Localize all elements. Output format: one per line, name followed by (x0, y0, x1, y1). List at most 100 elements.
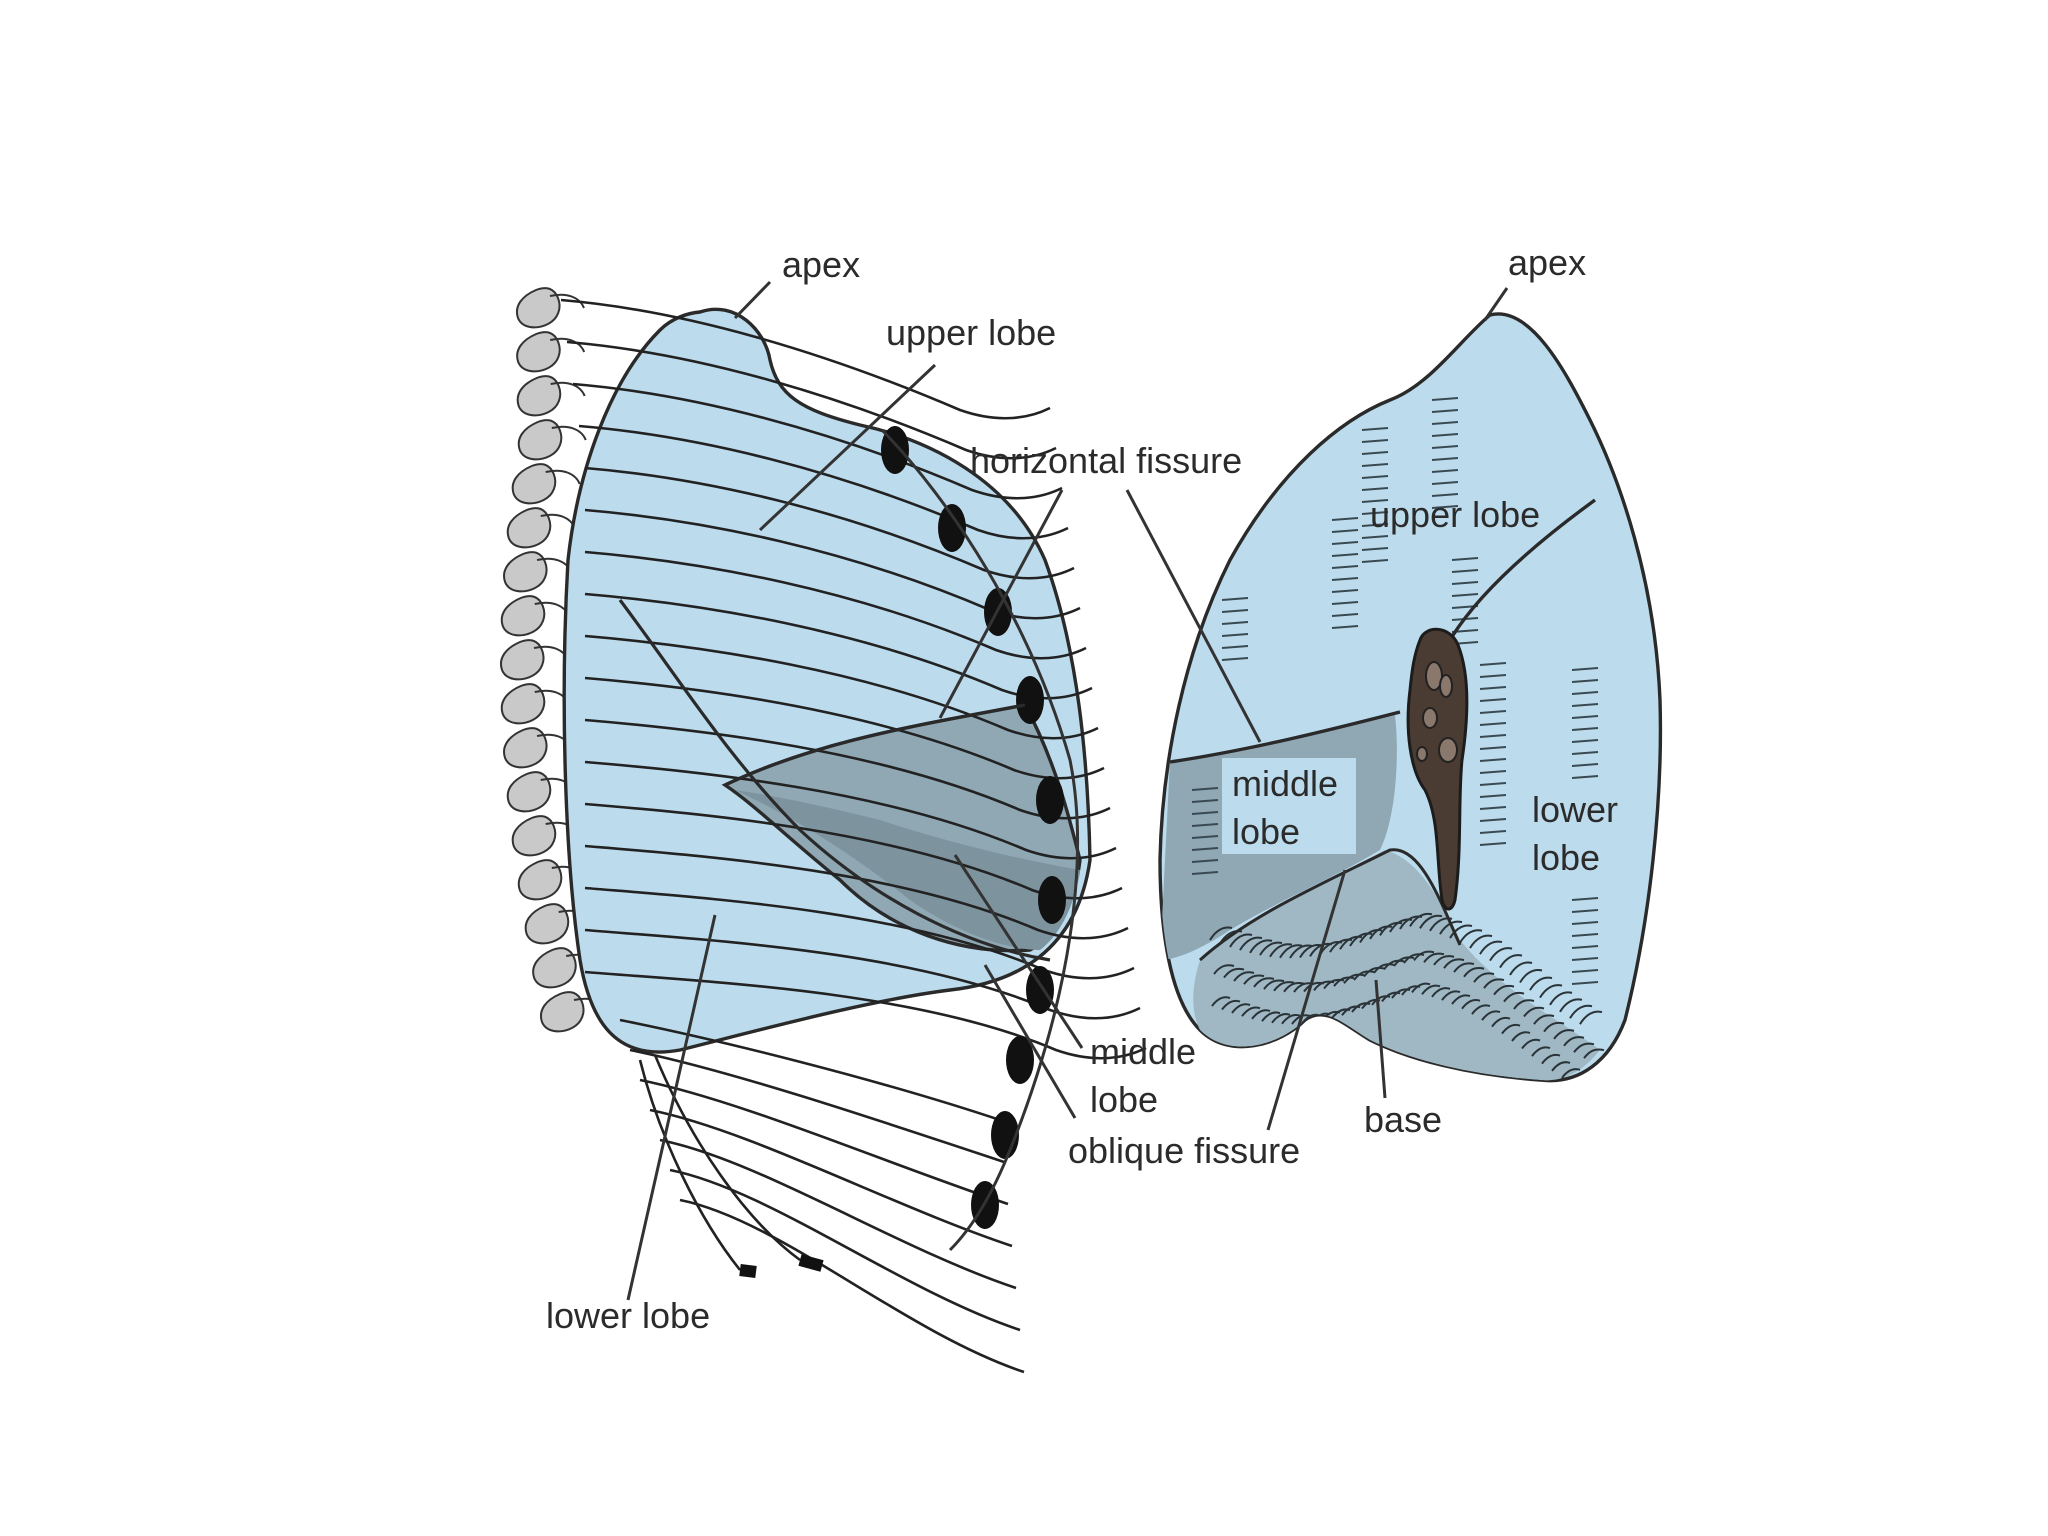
left-figure-horizontal-fissure-line (724, 703, 1026, 787)
base-hatch-stroke (1383, 959, 1405, 971)
costal-cartilage (1016, 676, 1044, 724)
rib-line (659, 1138, 1017, 1290)
base-hatch-stroke (1573, 1042, 1595, 1053)
base-hatch-stroke (1419, 914, 1443, 929)
costal-cartilage (938, 504, 966, 552)
impression-tick (1571, 921, 1599, 925)
right-lower-lobe-label-line2: lobe (1532, 837, 1600, 878)
impression-tick (1571, 727, 1599, 731)
rib-line (679, 1198, 1025, 1374)
impression-tick (1431, 481, 1459, 485)
base-hatch-stroke (1469, 934, 1493, 949)
impression-tick (1191, 823, 1219, 827)
vertebra (516, 331, 561, 373)
vertebra (517, 419, 563, 461)
base-hatch-stroke (1453, 962, 1475, 973)
base-hatch-stroke (1229, 933, 1253, 948)
base-hatch-stroke (1559, 998, 1583, 1013)
base-hatch-stroke (1489, 947, 1513, 962)
impression-tick (1451, 593, 1479, 597)
impression-tick (1361, 499, 1389, 503)
base-hatch-stroke (1501, 1023, 1521, 1035)
impression-tick (1571, 957, 1599, 961)
impression-tick (1331, 589, 1359, 593)
base-hatch-stroke (1393, 956, 1415, 967)
left-figure: apex upper lobe horizontal fissure middl… (500, 244, 1300, 1374)
base-hatch-stroke (1553, 1029, 1575, 1040)
base-hatch-stroke (1431, 987, 1451, 998)
base-hatch-stroke (1463, 967, 1485, 978)
impression-tick (1361, 451, 1389, 455)
vertebra (516, 375, 562, 417)
impression-tick (1451, 581, 1479, 585)
impression-tick (1221, 657, 1249, 661)
floating-rib (638, 1059, 742, 1271)
left-oblique-fissure-label: oblique fissure (1068, 1130, 1300, 1171)
impression-tick (1571, 751, 1599, 755)
right-upper-lobe-label: upper lobe (1370, 494, 1540, 535)
impression-tick (1431, 445, 1459, 449)
impression-tick (1331, 529, 1359, 533)
base-hatch-stroke (1249, 939, 1273, 954)
leader-left-upper-lobe (758, 363, 937, 532)
vertebral-column (500, 287, 609, 1033)
base-hatch-stroke (1449, 924, 1473, 939)
base-hatch-stroke (1239, 936, 1263, 951)
impression-tick (1479, 782, 1507, 786)
base-hatch-stroke (1273, 981, 1295, 992)
base-hatch-stroke (1513, 999, 1535, 1010)
base-hatch-stroke (1411, 982, 1431, 993)
leader-right-horizontal-fissure (1125, 489, 1262, 743)
rib-line (584, 718, 1111, 820)
sternal-edge-line (880, 428, 1079, 1252)
impression-tick (1361, 547, 1389, 551)
impression-tick (1221, 633, 1249, 637)
impression-tick (1191, 859, 1219, 863)
hilum-vessel-1 (1425, 661, 1443, 691)
impression-tick (1431, 421, 1459, 425)
impression-tick (1191, 871, 1219, 875)
base-hatch-stroke (1223, 967, 1245, 979)
base-hatch-stroke (1461, 999, 1481, 1010)
impression-tick (1431, 457, 1459, 461)
left-middle-lobe-label-line1: middle (1090, 1031, 1196, 1072)
base-hatch-stroke (1409, 912, 1433, 927)
base-hatch-stroke (1503, 991, 1525, 1003)
impression-tick (1361, 427, 1389, 431)
impression-tick (1331, 565, 1359, 569)
right-lower-lobe-label-line1: lower (1532, 789, 1618, 830)
rib-line (584, 802, 1123, 900)
base-hatch-stroke (1423, 952, 1445, 963)
base-hatch-stroke (1479, 940, 1503, 955)
impression-tick (1479, 734, 1507, 738)
impression-tick (1479, 710, 1507, 714)
impression-tick (1331, 517, 1359, 521)
base-hatch-stroke (1363, 966, 1385, 978)
base-hatch-stroke (1539, 984, 1563, 999)
impression-tick (1571, 715, 1599, 719)
leader-right-apex (1483, 287, 1509, 321)
impression-tick (1221, 597, 1249, 601)
right-figure-lower-fissure-line (1198, 848, 1462, 962)
impression-tick (1479, 746, 1507, 750)
base-hatch-stroke (1253, 977, 1275, 988)
impression-tick (1331, 553, 1359, 557)
floating-rib-tip (739, 1264, 757, 1278)
impression-tick (1331, 601, 1359, 605)
leader-left-oblique-fissure (983, 964, 1077, 1119)
base-hatch-stroke (1243, 974, 1265, 985)
base-hatch-stroke (1473, 972, 1495, 983)
impression-tick (1479, 674, 1507, 678)
impression-tick (1361, 463, 1389, 467)
base-hatch-stroke (1231, 1003, 1251, 1014)
lung-impression-hatching (1191, 397, 1599, 985)
base-hatch-stroke (1481, 1010, 1501, 1021)
impression-tick (1361, 475, 1389, 479)
impression-tick (1191, 847, 1219, 851)
impression-tick (1331, 625, 1359, 629)
right-figure: apex upper lobe middle lobe lower lobe b… (1125, 242, 1663, 1140)
rib-line (584, 844, 1129, 940)
leader-left-apex (733, 280, 772, 320)
impression-tick (1361, 439, 1389, 443)
vertebra (506, 771, 552, 813)
